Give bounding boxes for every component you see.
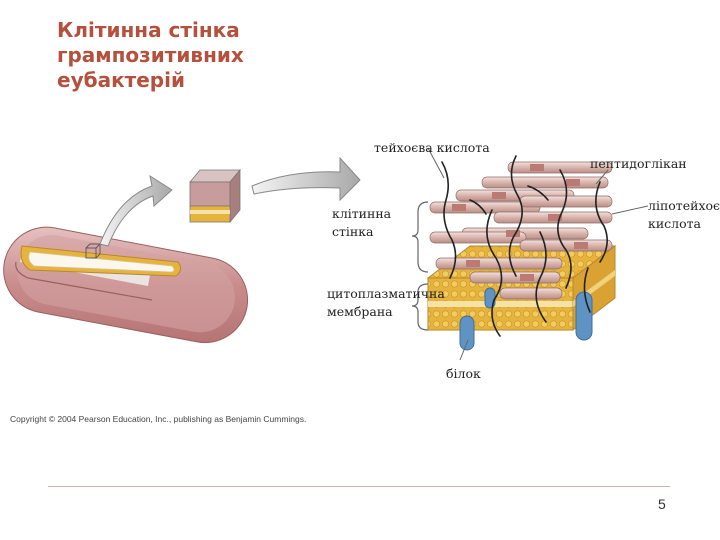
label-membrane-line1: цитоплазматична: [327, 286, 445, 301]
label-lipoteichoic-acid-line1: ліпотейхоєва: [648, 198, 720, 213]
label-brackets: [411, 201, 429, 331]
label-protein: білок: [446, 366, 481, 381]
zoom-arrow-1: [99, 174, 173, 247]
teichoic-acid-strands: [441, 155, 608, 337]
copyright-notice: Copyright © 2004 Pearson Education, Inc.…: [10, 414, 307, 424]
cell-wall-diagram: тейхоєва кислота пептидоглікан ліпотейхо…: [3, 140, 720, 381]
title-line-2: грампозитивних: [57, 43, 244, 67]
membrane-protein-icons: [459, 287, 593, 351]
bacterium-cell: [3, 226, 249, 344]
label-cell-wall-line2: стінка: [332, 224, 374, 239]
label-teichoic-acid: тейхоєва кислота: [374, 140, 490, 155]
footer-divider: [48, 486, 670, 487]
label-peptidoglycan: пептидоглікан: [590, 156, 687, 171]
label-cell-wall-line1: клітинна: [332, 206, 392, 221]
label-lipoteichoic-acid-line2: кислота: [648, 216, 702, 231]
zoom-arrow-2: [251, 156, 361, 202]
title-line-1: Клітинна стінка: [57, 18, 240, 42]
label-membrane-line2: мембрана: [327, 304, 393, 319]
slide-title: Клітинна стінка грампозитивних еубактері…: [57, 18, 357, 93]
title-line-3: еубактерій: [57, 68, 185, 92]
page-number: 5: [658, 496, 666, 512]
leader-lines: [427, 147, 649, 361]
wall-section-cube: [189, 168, 241, 224]
